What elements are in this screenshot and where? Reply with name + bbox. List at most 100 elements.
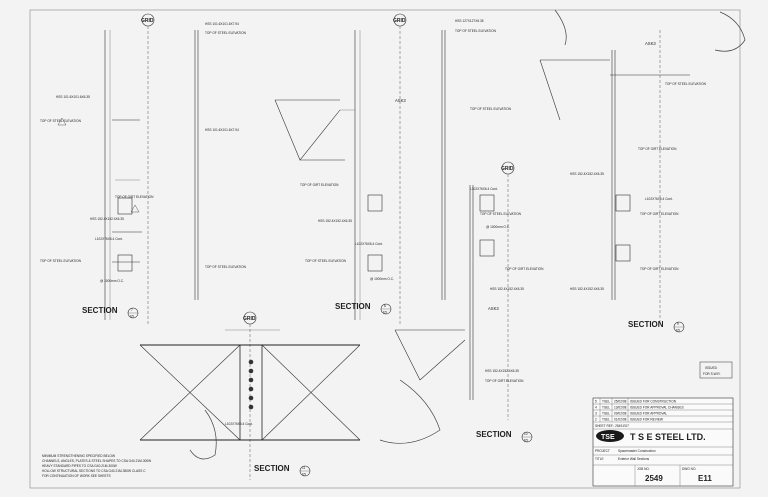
callout-hss: HSS 152.4X152.4X6.35 [570,172,604,176]
revision-table: 5 TSEL 25/02/08 ISSUED FOR CONSTRUCTION … [593,398,733,423]
section-number: 11 [302,466,306,470]
rev-desc: ISSUED FOR REVIEW [630,418,663,422]
section-title: SECTION [82,306,118,315]
stamp-line: FOR S.W.R. [703,372,721,376]
section-number: 7 [131,308,133,312]
rev-no: 2 [595,418,597,422]
callout-top-steel: TOP OF STEEL ELEVATION [455,29,497,33]
section-number: 10 [524,432,528,436]
section-sheet: E5 [130,315,134,319]
logo-text: TSE [601,434,615,441]
callout-hss: HSS 152.4X152.4X6.35 [570,287,604,291]
dwg-number: E11 [698,474,712,483]
rev-date: 13/02/08 [614,406,627,410]
rev-desc: ISSUED FOR APPROVAL CHANGES [630,406,684,410]
callout-top-steel: TOP OF STEEL ELEVATION [205,265,247,269]
note-line: MINIMUM STRENGTHENING SPECIFIED BELOW [42,454,115,458]
callout-top-girt: TOP OF GIRT ELEVATION [485,379,524,383]
callout-hss: HSS 101.6X101.6X6.35 [56,95,90,99]
callout-hss: HSS 152.4X152.4X6.35 [318,219,352,223]
title-block: 5 TSEL 25/02/08 ISSUED FOR CONSTRUCTION … [592,397,734,487]
sheet-border [29,9,741,489]
note-line: HOLLOW STRUCTURAL SECTIONS TO CSA G40.21… [42,469,146,473]
project-name: Spacemaster Construction [618,449,656,453]
callout-hss: HSS 152.4X152.4X6.35 [490,287,524,291]
section-title: SECTION [335,302,371,311]
project-label: PROJECT [595,449,610,453]
job-number: 2549 [645,474,663,483]
rev-by: TSEL [602,412,610,416]
grid-label: GRID [141,18,154,24]
rev-by: TSEL [602,400,610,404]
callout-angle: L102X76X6.4 Cont. [470,187,498,191]
section-7-detail: GRID HSS 101.6X101.6X7.94 TOP OF STEEL E… [40,13,247,325]
section-title: SECTION [628,320,664,329]
callout-top-girt: TOP OF GIRT ELEVATION [300,183,339,187]
rev-date: 09/02/08 [614,412,627,416]
rev-by: TSEL [602,406,610,410]
callout-top-steel: TOP OF STEEL ELEVATION [480,212,522,216]
grid-label: GRID [243,316,256,322]
callout-top-steel: TOP OF STEEL ELEVATION [40,259,82,263]
rev-by: TSEL [602,418,610,422]
dwg-label: DWG NO. [682,467,696,471]
company-logo: TSE [596,430,624,442]
callout-angle: L102X76X6.4 Cont. [645,197,673,201]
section-sheet: E5 [676,329,680,333]
rev-desc: ISSUED FOR CONSTRUCTION [630,400,677,404]
rev-no: 3 [595,412,597,416]
rev-desc: ISSUED FOR APPROVAL [630,412,667,416]
section-sheet: E5 [302,473,306,477]
bolt-group [248,359,254,410]
handwritten-markup [189,9,746,460]
callout-top-steel: TOP OF STEEL ELEVATION [470,107,512,111]
callout-hss: HSS 127X127X6.35 [455,19,484,23]
rev-date: 01/02/08 [614,418,627,422]
callout-hss: HSS 101.6X101.6X7.94 [205,22,239,26]
stamp-line: ISSUED [705,366,718,370]
callout-oc: @ 1000mm O.C. [370,277,394,281]
section-number: 9 [677,322,679,326]
grid-label: GRID [393,18,406,24]
section-8-detail: GRID HSS 127X127X6.35 TOP OF STEEL ELEVA… [274,13,512,325]
callout-angle: L102X76X6.4 Cont. [225,422,253,426]
callout-top-steel: TOP OF STEEL ELEVATION [665,82,707,86]
callout-top-girt: TOP OF GIRT ELEVATION [640,267,679,271]
callout-angle: L102X76X6.4 Cont. [355,242,383,246]
section-10-detail: GRID L102X76X6.4 Cont. TOP OF STEEL ELEV… [394,161,544,443]
callout-ask3: ASK3 [645,41,656,46]
job-label: JOB NO. [637,467,650,471]
general-notes: MINIMUM STRENGTHENING SPECIFIED BELOW CH… [42,454,151,478]
sheet-ref: SHEET REF.: 2549-E07 [595,424,629,428]
note-line: CHANNELS, ANGLES, PLATES & STEEL SHAPES … [42,459,151,463]
title-label: TITLE [595,457,604,461]
section-title: SECTION [476,430,512,439]
callout-top-steel: TOP OF STEEL ELEVATION [305,259,347,263]
callout-oc: @ 1000mm O.C. [100,279,124,283]
section-number: 8 [384,304,386,308]
callout-top-girt: TOP OF GIRT ELEVATION [505,267,544,271]
rev-no: 5 [595,400,597,404]
callout-ask3: ASK3 [488,306,499,311]
section-11-detail: GRID L102X76X6.4 Cont. SECTION 11 E5 [139,311,361,480]
callout-angle: L102X76X6.4 Cont. [95,237,123,241]
drawing-title: Exterior Wall Sections [618,457,649,461]
note-line: FOR CONTINUATION OF WORK SEE SHEETS [42,474,111,478]
callout-oc: @ 1000mm O.C. [486,225,510,229]
callout-top-steel: TOP OF STEEL ELEVATION [205,31,247,35]
rev-no: 4 [595,406,597,410]
note-line: HEAVY STANDARD PIPES TO CSA G40.21M-300W [42,464,117,468]
section-sheet: E5 [383,311,387,315]
section-9-detail: ASK3 TOP OF STEEL ELEVATION TOP OF GIRT … [539,30,707,333]
section-sheet: E5 [524,439,528,443]
callout-top-girt: TOP OF GIRT ELEVATION [638,147,677,151]
callout-top-steel: TOP OF STEEL ELEVATION [40,119,82,123]
section-title: SECTION [254,464,290,473]
rev-date: 25/02/08 [614,400,627,404]
callout-ask3: ASK3 [395,98,406,103]
callout-top-girt: TOP OF GIRT ELEVATION [640,212,679,216]
issued-stamp: ISSUED FOR S.W.R. [699,361,733,379]
grid-label: GRID [501,166,514,172]
